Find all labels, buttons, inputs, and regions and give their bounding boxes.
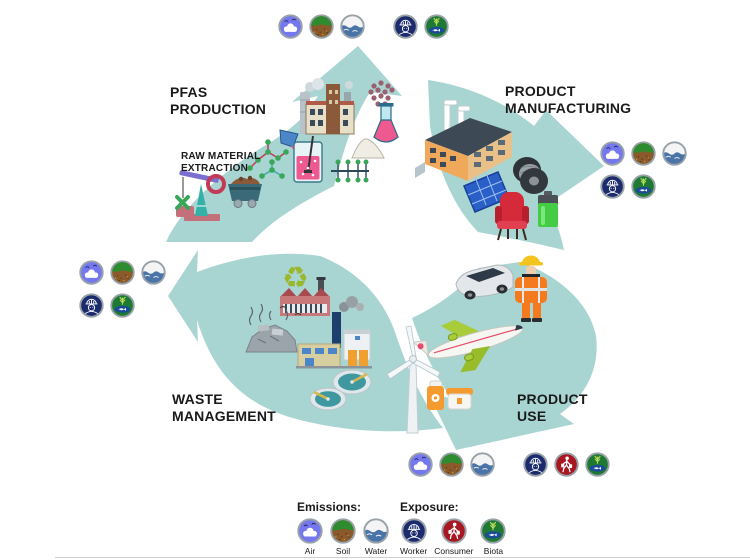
icon-cluster-row — [600, 174, 687, 199]
soil-icon — [330, 518, 356, 544]
air-icon — [600, 141, 625, 166]
illustration-incinerator — [296, 296, 372, 369]
icon-cluster-left — [79, 260, 166, 318]
stage-title-line: PRODUCT — [517, 391, 588, 407]
stage-title-product-use: PRODUCT USE — [517, 391, 588, 424]
illustration-wind-turbine — [386, 325, 441, 434]
cluster-gap — [371, 26, 387, 27]
air-icon — [408, 452, 433, 477]
consumer-icon — [554, 452, 579, 477]
illustration-landfill — [245, 303, 302, 353]
biota-icon — [110, 293, 135, 318]
illustration-chemical-factory — [300, 78, 355, 135]
subsection-title-line: RAW MATERIAL — [181, 151, 261, 162]
stage-title-line: PFAS — [170, 84, 208, 100]
legend-item-water: Water — [363, 518, 389, 556]
worker-icon — [79, 293, 104, 318]
legend-emissions-title: Emissions: — [297, 500, 362, 514]
legend-item-label: Soil — [335, 546, 351, 556]
legend-item-label: Biota — [483, 546, 504, 556]
illustration-airplane — [412, 319, 524, 373]
water-icon — [470, 452, 495, 477]
illustration-polymer-chain — [331, 159, 369, 183]
legend-item-biota: Biota — [480, 518, 506, 556]
illustration-car — [455, 264, 514, 300]
air-icon — [79, 260, 104, 285]
biota-icon — [480, 518, 506, 544]
illustration-treatment-tanks — [309, 369, 372, 411]
subsection-title-raw-material-extraction: RAW MATERIAL EXTRACTION — [181, 151, 260, 175]
water-icon — [340, 14, 365, 39]
illustration-battery — [538, 191, 558, 227]
legend-item-label: Consumer — [434, 546, 474, 556]
legend-exposure-title: Exposure: — [400, 500, 459, 514]
soil-icon — [309, 14, 334, 39]
illustration-molecules — [247, 139, 289, 179]
soil-icon — [110, 260, 135, 285]
stage-title-waste-management: WASTE MANAGEMENT — [172, 391, 276, 424]
legend-item-label: Air — [304, 546, 316, 556]
illustration-particle-cluster — [368, 80, 395, 107]
stage-title-product-manufacturing: PRODUCT MANUFACTURING — [505, 83, 631, 116]
legend-item-label: Water — [364, 546, 388, 556]
water-icon — [662, 141, 687, 166]
water-icon — [363, 518, 389, 544]
icon-cluster-row — [79, 293, 166, 318]
cluster-gap — [501, 464, 517, 465]
stage-title-line: MANAGEMENT — [172, 407, 276, 424]
legend-exposure: Exposure: Worker Consumer Biota — [400, 500, 506, 556]
stage-title-line: PRODUCTION — [170, 100, 267, 117]
legend-emissions: Emissions: Air Soil Water — [297, 500, 389, 556]
consumer-icon — [441, 518, 467, 544]
stage-title-line: PRODUCT — [505, 83, 576, 99]
worker-icon — [393, 14, 418, 39]
illustration-worker-figure — [515, 255, 547, 322]
legend-exposure-items: Worker Consumer Biota — [400, 518, 506, 556]
legend-item-air: Air — [297, 518, 323, 556]
illustration-powder-pile — [351, 138, 385, 159]
soil-icon — [631, 141, 656, 166]
illustration-manufacturing-plant — [415, 99, 512, 181]
window-edge — [55, 557, 750, 558]
arrow-waste-management — [168, 250, 443, 432]
worker-icon — [523, 452, 548, 477]
stage-title-pfas-production: PFAS PRODUCTION — [170, 84, 266, 117]
soil-icon — [439, 452, 464, 477]
legend-emissions-items: Air Soil Water — [297, 518, 389, 556]
biota-icon — [424, 14, 449, 39]
biota-icon — [631, 174, 656, 199]
illustration-armchair — [495, 192, 529, 241]
worker-icon — [600, 174, 625, 199]
icon-cluster-right — [600, 141, 687, 199]
icon-cluster-row — [408, 452, 610, 477]
icon-cluster-row — [278, 14, 449, 39]
air-icon — [297, 518, 323, 544]
subsection-title-line: EXTRACTION — [181, 163, 248, 174]
stage-title-line: WASTE — [172, 391, 223, 407]
icon-cluster-row — [600, 141, 687, 166]
illustration-oil-pumpjack — [175, 170, 226, 221]
legend-item-worker: Worker — [400, 518, 427, 556]
illustration-cosmetics — [427, 380, 473, 410]
icon-cluster-row — [79, 260, 166, 285]
stage-title-line: USE — [517, 407, 547, 424]
icon-cluster-top — [278, 14, 449, 39]
biota-icon — [585, 452, 610, 477]
water-icon — [141, 260, 166, 285]
stage-title-line: MANUFACTURING — [505, 99, 632, 116]
legend-item-soil: Soil — [330, 518, 356, 556]
legend-item-label: Worker — [400, 546, 428, 556]
legend-item-consumer: Consumer — [434, 518, 473, 556]
illustration-wire-spool — [513, 157, 548, 194]
illustration-recycling-plant — [280, 277, 330, 316]
illustration-flask — [373, 103, 399, 143]
illustration-mixing-beaker — [293, 135, 323, 183]
illustration-mine-cart — [228, 175, 262, 208]
worker-icon — [401, 518, 427, 544]
icon-cluster-bottom — [408, 452, 610, 477]
air-icon — [278, 14, 303, 39]
